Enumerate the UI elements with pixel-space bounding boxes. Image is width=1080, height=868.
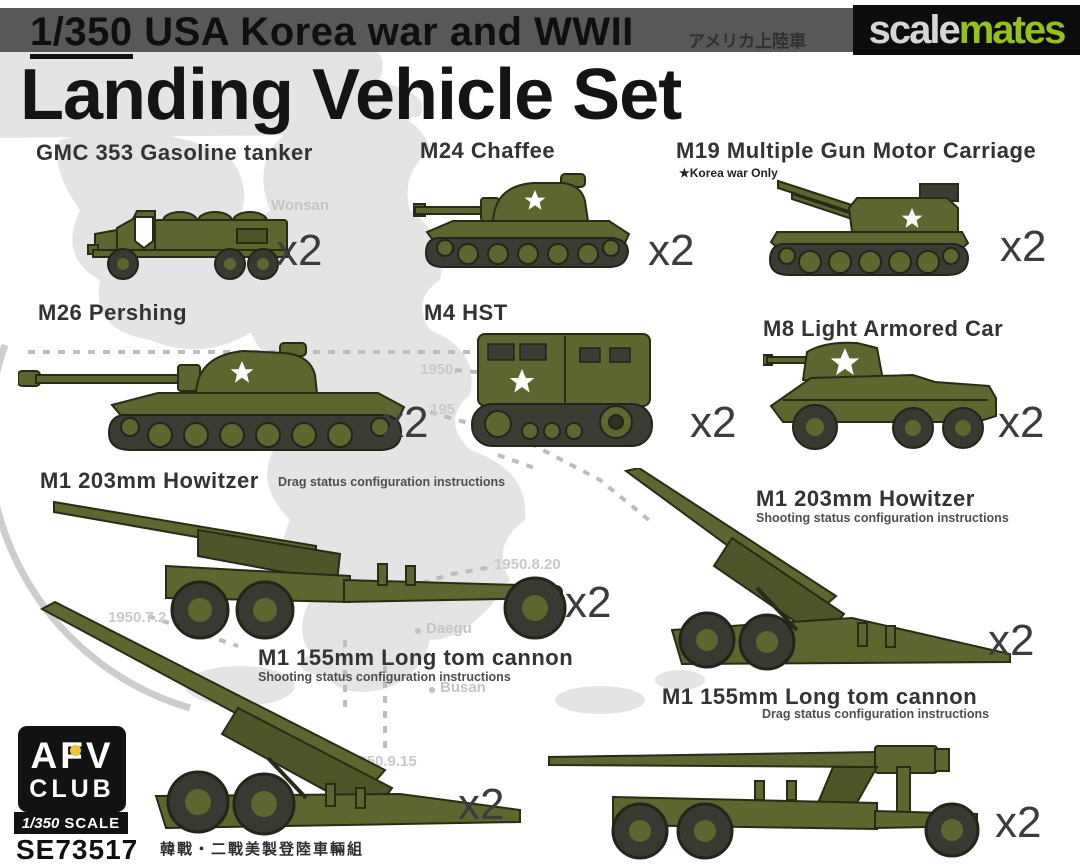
map-dot-busan — [429, 687, 435, 693]
map-date-fragment-1: 1950. — [420, 361, 458, 378]
label-m8: M8 Light Armored Car — [763, 316, 1004, 341]
qty-m24: x2 — [648, 226, 695, 275]
map-date-fragment-2: 195 — [430, 401, 456, 418]
label-m1-203-drag: M1 203mm Howitzer — [40, 468, 259, 493]
map-city-wonsan: Wonsan — [271, 197, 330, 214]
qty-gmc353: x2 — [276, 226, 323, 275]
m1-203-howitzer-shooting-illustration — [623, 468, 1011, 671]
map-city-daegu: Daegu — [426, 620, 472, 637]
label-gmc353: GMC 353 Gasoline tanker — [36, 140, 313, 165]
watermark-scale-text: scale — [868, 8, 961, 52]
map-date-1950-7-2: 1950.7.2 — [108, 609, 167, 626]
item-number: SE73517 — [16, 834, 139, 865]
m19-mgmc-illustration — [768, 179, 970, 276]
wheels — [107, 248, 279, 280]
m8-armored-car-illustration — [763, 341, 997, 450]
footer-cjk-title: 韓戰・二戰美製登陸車輛組 — [160, 841, 365, 858]
header-title: 1/350 USA Korea war and WWII — [30, 10, 634, 59]
page-title: Landing Vehicle Set — [20, 55, 682, 135]
road-wheels — [778, 247, 960, 274]
m4-hst-illustration — [471, 333, 653, 447]
wheels — [611, 802, 980, 860]
logo-afv-text: AFV — [31, 737, 114, 774]
scale-badge: 1/350 SCALE — [14, 812, 128, 834]
label-m1-155-drag: M1 155mm Long tom cannon — [662, 684, 978, 709]
qty-m4hst: x2 — [690, 398, 737, 447]
map-landmass — [0, 26, 705, 714]
afv-club-logo: AFV CLUB — [18, 726, 126, 812]
label-m1-155-shoot: M1 155mm Long tom cannon — [258, 645, 574, 670]
qty-m1-203-shoot: x2 — [988, 616, 1035, 665]
sub-m1-203-shoot: Shooting status configuration instructio… — [756, 511, 1009, 525]
qty-m1-155-drag: x2 — [995, 798, 1042, 847]
wheels — [166, 770, 296, 836]
map-date-1950-8-20: 1950.8.20 — [494, 556, 561, 573]
label-m4hst: M4 HST — [424, 300, 508, 325]
label-m19: M19 Multiple Gun Motor Carriage — [676, 138, 1037, 163]
logo-club-text: CLUB — [29, 774, 115, 803]
sub-m1-155-shoot: Shooting status configuration instructio… — [258, 670, 511, 684]
sub-m1-155-drag: Drag status configuration instructions — [762, 707, 990, 721]
map-arc — [0, 343, 191, 712]
track — [107, 414, 403, 451]
m1-155-longtom-drag-illustration — [548, 745, 980, 860]
note-m19-korea-only: ★Korea war Only — [679, 166, 778, 180]
logo-gold-dot-icon — [70, 745, 81, 756]
windows — [487, 343, 631, 363]
wheels — [170, 576, 567, 640]
header-scale-prefix: 1/350 — [30, 10, 133, 59]
label-m24: M24 Chaffee — [420, 138, 556, 163]
scale-badge-word: SCALE — [64, 814, 121, 832]
sub-m1-203-drag: Drag status configuration instructions — [278, 475, 506, 489]
qty-m1-155-shoot: x2 — [458, 780, 505, 829]
scale-badge-number: 1/350 — [21, 814, 60, 832]
qty-m26: x2 — [382, 398, 429, 447]
map-city-busan: Busan — [440, 679, 486, 696]
road-wheels — [120, 417, 390, 448]
wheels — [678, 611, 796, 671]
watermark-mates-text: mates — [958, 8, 1067, 52]
qty-m19: x2 — [1000, 222, 1047, 271]
m24-chaffee-illustration — [413, 173, 631, 268]
m1-155-longtom-shooting-illustration — [39, 600, 521, 836]
door-panel — [134, 216, 154, 250]
label-m26: M26 Pershing — [38, 300, 188, 325]
map-dot-daegu — [415, 628, 421, 634]
header-japanese-subtitle: アメリカ上陸車 — [688, 32, 807, 51]
header-title-rest: USA Korea war and WWII — [132, 10, 634, 54]
road-wheels — [436, 239, 620, 265]
qty-m8: x2 — [998, 398, 1045, 447]
label-m1-203-shoot: M1 203mm Howitzer — [756, 486, 975, 511]
qty-m1-203-drag: x2 — [565, 578, 612, 627]
m1-203-howitzer-drag-illustration — [53, 500, 567, 640]
road-wheels — [484, 405, 633, 440]
gmc353-illustration — [87, 210, 290, 280]
wheels — [792, 404, 984, 450]
m26-pershing-illustration — [18, 342, 406, 451]
